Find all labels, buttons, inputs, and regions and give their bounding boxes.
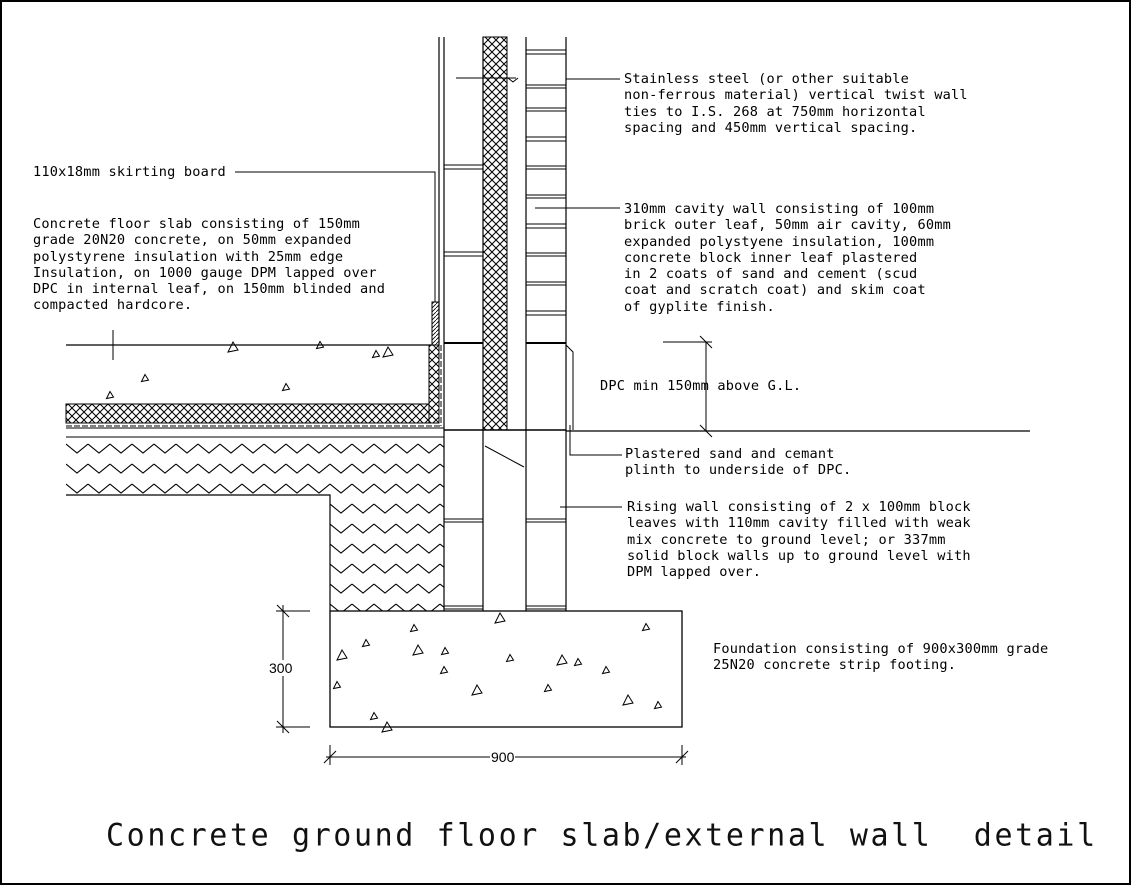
dpc-note: DPC min 150mm above G.L. (600, 378, 802, 394)
aggregate-mark (371, 349, 381, 359)
skirting-board (431, 301, 440, 346)
aggregate-mark (227, 340, 239, 353)
plinth-note: Plastered sand and cemant plinth to unde… (625, 446, 852, 479)
floor-slab-note: Concrete floor slab consisting of 150mm … (33, 216, 386, 314)
aggregate-mark (641, 622, 651, 632)
aggregate-mark (601, 665, 611, 675)
aggregate-mark (281, 382, 291, 392)
cavity-wall (438, 36, 1030, 611)
aggregate-mark (543, 683, 553, 693)
plinth (565, 344, 574, 430)
aggregate-mark (409, 623, 419, 633)
foundation-height-label: 300 (268, 660, 294, 676)
aggregate-mark (105, 390, 115, 400)
aggregate-mark (361, 638, 371, 648)
aggregate-mark (494, 611, 506, 624)
aggregate-mark (382, 345, 394, 358)
wall-ties-note: Stainless steel (or other suitable non-f… (624, 71, 968, 136)
aggregate-mark (369, 711, 379, 721)
rising-wall-note: Rising wall consisting of 2 x 100mm bloc… (627, 499, 971, 581)
aggregate-mark (573, 657, 583, 667)
aggregate-mark (381, 720, 393, 733)
aggregate-mark (556, 653, 568, 666)
cavity-wall-note: 310mm cavity wall consisting of 100mm br… (624, 201, 951, 315)
aggregate-mark (336, 648, 348, 661)
aggregate-mark (440, 646, 450, 656)
floor-slab (65, 301, 444, 438)
aggregate-mark (315, 340, 325, 350)
foundation (105, 340, 683, 733)
dpc-dimension (663, 335, 713, 438)
hardcore (66, 437, 444, 611)
drawing-title: Concrete ground floor slab/external wall… (106, 817, 1098, 854)
aggregate-mark (505, 653, 515, 663)
edge-insulation (428, 344, 440, 424)
cavity-insulation (482, 36, 508, 431)
foundation-width-label: 900 (490, 749, 516, 765)
aggregate-mark (140, 373, 150, 383)
foundation-note: Foundation consisting of 900x300mm grade… (713, 641, 1049, 674)
foundation-dimensions (276, 604, 689, 765)
aggregate-mark (439, 665, 449, 675)
aggregate-mark (653, 700, 663, 710)
aggregate-mark (412, 643, 424, 656)
leader-lines (112, 78, 622, 508)
aggregate-mark (332, 680, 342, 690)
skirting-note: 110x18mm skirting board (33, 164, 226, 180)
aggregate-mark (622, 693, 634, 706)
aggregate-mark (471, 683, 483, 696)
